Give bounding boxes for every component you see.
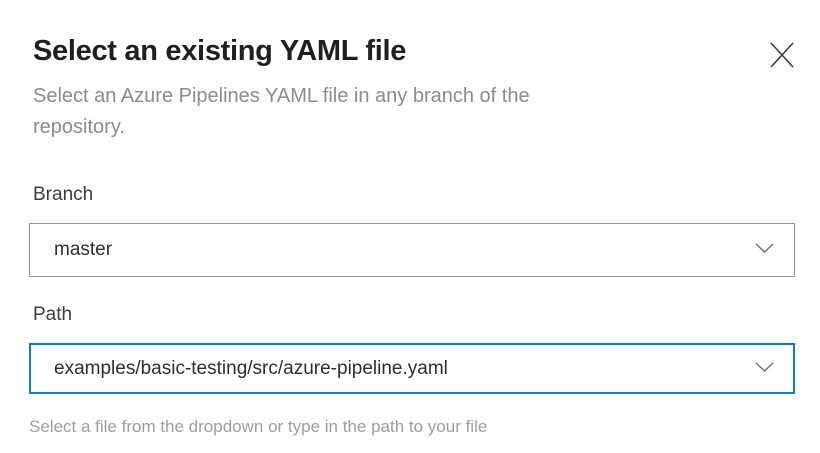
dialog-subtitle-line1: Select an Azure Pipelines YAML file in a…	[33, 85, 530, 107]
path-label: Path	[33, 304, 73, 325]
page-title: Select an existing YAML file	[33, 35, 407, 67]
chevron-down-icon	[755, 241, 774, 259]
close-icon	[767, 40, 797, 70]
dialog-subtitle: Select an Azure Pipelines YAML file in a…	[33, 81, 795, 143]
path-help-text: Select a file from the dropdown or type …	[29, 417, 488, 436]
branch-label: Branch	[33, 184, 94, 205]
close-button[interactable]	[762, 38, 802, 72]
dialog-subtitle-line2: repository.	[33, 116, 125, 138]
path-value: examples/basic-testing/src/azure-pipelin…	[54, 357, 448, 379]
branch-dropdown[interactable]: master	[29, 223, 795, 277]
chevron-down-icon	[755, 360, 774, 378]
branch-value: master	[54, 239, 113, 260]
path-combobox[interactable]: examples/basic-testing/src/azure-pipelin…	[29, 343, 795, 394]
